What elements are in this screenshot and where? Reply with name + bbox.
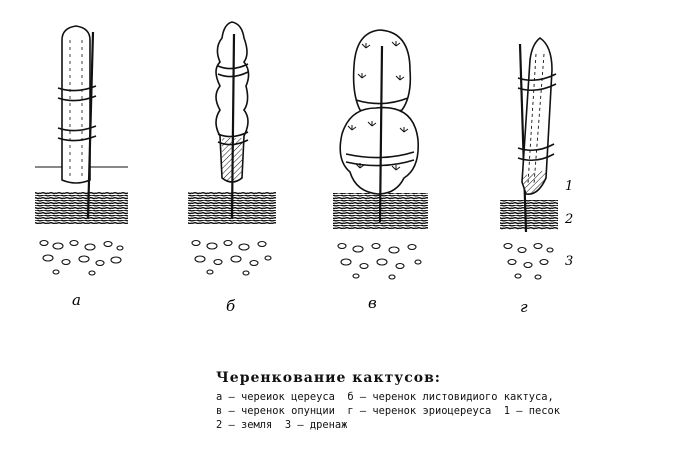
drainage-layer [337, 242, 422, 280]
caption-line-1: а — череиок цереуса б — черенок листовид… [216, 391, 554, 403]
drainage-layer [191, 239, 272, 276]
drainage-layer [39, 239, 124, 276]
cactus-cuttings-illustration: а б [35, 21, 573, 316]
cutting-a-cereus [35, 25, 128, 276]
layer-number-3: 3 [565, 254, 573, 269]
caption-title: Черенкование кактусов: [216, 370, 441, 386]
cutting-b-leaf-cactus [188, 21, 276, 276]
label-v: в [368, 294, 377, 312]
drainage-layer [503, 242, 554, 280]
label-b: б [226, 297, 236, 315]
cutting-g-eriocereus [500, 37, 558, 280]
caption-line-3: 2 — земля 3 — дренаж [216, 419, 348, 431]
soil-layer [500, 200, 558, 230]
cutting-v-opuntia [333, 29, 428, 280]
figure-caption: Черенкование кактусов: а — череиок цереу… [216, 370, 684, 432]
label-g: г [520, 298, 528, 316]
caption-line-2: в — черенок опунции г — черенок эриоцере… [216, 405, 561, 417]
label-a: а [72, 291, 81, 309]
soil-layer [35, 192, 128, 224]
layer-number-1: 1 [565, 179, 573, 194]
opuntia-lower-pad [339, 106, 420, 195]
layer-number-2: 2 [564, 212, 573, 227]
opuntia-spines [347, 41, 409, 171]
